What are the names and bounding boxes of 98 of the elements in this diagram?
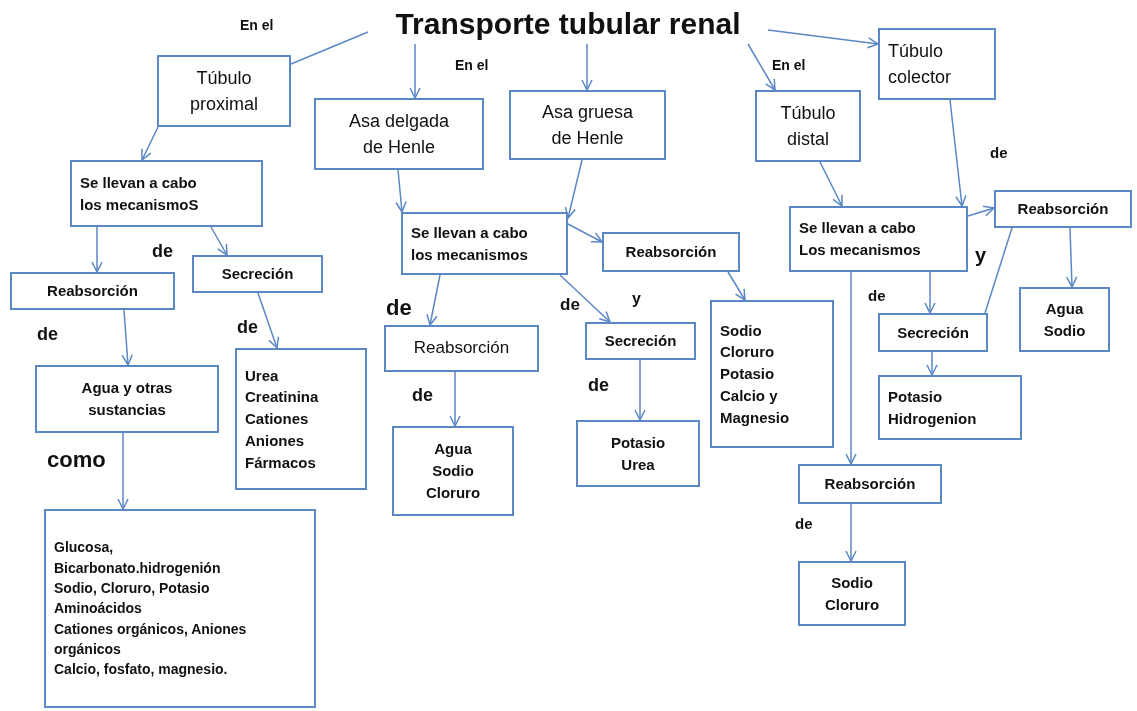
box-text: Reabsorción <box>624 242 718 263</box>
concept-box <box>401 212 568 275</box>
arrow <box>210 226 228 256</box>
concept-box <box>755 90 861 162</box>
box-text: Se llevan a cabo Los mecanismos <box>799 218 922 260</box>
box-text: Reabsorción <box>46 281 139 302</box>
box-text: Fármacos <box>245 452 317 473</box>
box-text: Calcio y <box>720 385 779 406</box>
concept-box <box>1019 287 1110 352</box>
concept-box <box>192 255 323 293</box>
box-text: Potasio <box>888 386 944 407</box>
concept-box <box>878 313 988 352</box>
arrow <box>967 205 995 217</box>
concept-box <box>384 325 539 372</box>
box-text: Hidrogenion <box>888 408 978 429</box>
heading-text: Transporte tubular renal <box>368 4 768 44</box>
concept-box <box>509 90 666 160</box>
arrow <box>924 271 936 314</box>
concept-box <box>878 375 1022 440</box>
arrow <box>767 29 879 49</box>
box-text: Asa delgada de Henle <box>347 109 451 159</box>
box-text: Cloruro <box>823 594 881 615</box>
concept-box <box>798 561 906 626</box>
concept-box <box>798 464 942 504</box>
box-text: Cationes <box>245 409 310 430</box>
box-text: Urea <box>245 365 280 386</box>
concept-box <box>44 509 316 708</box>
concept-box <box>157 55 291 127</box>
box-text: Potasio <box>609 432 667 453</box>
concept-box <box>314 98 484 170</box>
arrow <box>1065 227 1078 288</box>
box-text: Sodio <box>1042 320 1087 341</box>
arrow <box>747 43 776 91</box>
box-text: Reabsorción <box>412 337 511 360</box>
box-text: Secreción <box>220 264 295 285</box>
box-text: Urea <box>620 454 656 475</box>
box-text: Reabsorción <box>1016 199 1110 220</box>
arrow <box>257 292 280 349</box>
arrow <box>117 432 129 510</box>
concept-box <box>710 300 834 448</box>
arrow <box>449 371 461 427</box>
box-text: Sodio <box>431 461 475 482</box>
box-text: Sodio <box>720 320 763 341</box>
box-text: Se llevan a cabo los mecanismos <box>411 222 529 265</box>
box-text: Túbulo colector <box>888 39 953 89</box>
concept-box <box>10 272 175 310</box>
concept-box <box>70 160 263 227</box>
concept-box <box>585 322 696 360</box>
box-text: Calcio, fosfato, magnesio. <box>54 660 229 680</box>
box-text: Asa gruesa de Henle <box>540 100 635 150</box>
arrow <box>845 503 857 562</box>
box-text: Magnesio <box>720 407 791 428</box>
box-text: Cationes orgánicos, Aniones orgánicos <box>54 619 248 659</box>
box-text: Se llevan a cabo los mecanismoS <box>80 172 200 215</box>
box-text: Aniones <box>245 430 306 451</box>
arrow <box>819 161 843 207</box>
arrow <box>567 223 603 243</box>
box-text: Potasio <box>720 364 776 385</box>
arrow <box>926 351 938 376</box>
box-text: Glucosa, <box>54 538 115 558</box>
box-text: Aminoácidos <box>54 599 143 619</box>
arrow <box>141 126 159 161</box>
box-text: Sodio, Cloruro, Potasio <box>54 579 211 599</box>
connector-line <box>984 227 1013 314</box>
arrow <box>559 274 611 323</box>
concept-box <box>392 426 514 516</box>
box-text: Agua <box>1044 298 1085 319</box>
concept-box <box>576 420 700 487</box>
arrow <box>949 99 967 207</box>
box-text: Cloruro <box>424 482 482 503</box>
arrow <box>564 159 583 219</box>
arrow <box>426 274 441 326</box>
arrow <box>581 43 593 91</box>
box-text: Sodio <box>830 572 874 593</box>
box-text: Túbulo distal <box>779 101 837 151</box>
concept-box <box>994 190 1132 228</box>
connector-line <box>290 31 369 65</box>
box-text: Secreción <box>603 331 678 352</box>
concept-box <box>878 28 996 100</box>
box-text: Reabsorción <box>823 474 917 495</box>
arrow <box>121 309 133 366</box>
arrow <box>727 271 746 301</box>
arrow <box>91 226 103 273</box>
box-text: Bicarbonato.hidrogenión <box>54 558 222 578</box>
concept-box <box>235 348 367 490</box>
box-text: Túbulo proximal <box>189 66 259 116</box>
concept-box <box>789 206 968 272</box>
box-text: Secreción <box>896 322 970 343</box>
concept-box <box>35 365 219 433</box>
box-text: Agua y otras sustancias <box>80 378 174 420</box>
box-text: Cloruro <box>720 342 776 363</box>
box-text: Creatinina <box>245 387 320 408</box>
arrow <box>845 271 857 465</box>
arrow <box>634 359 646 421</box>
arrow <box>409 43 421 99</box>
concept-box <box>602 232 740 272</box>
arrow <box>395 169 407 213</box>
box-text: Agua <box>433 439 473 460</box>
